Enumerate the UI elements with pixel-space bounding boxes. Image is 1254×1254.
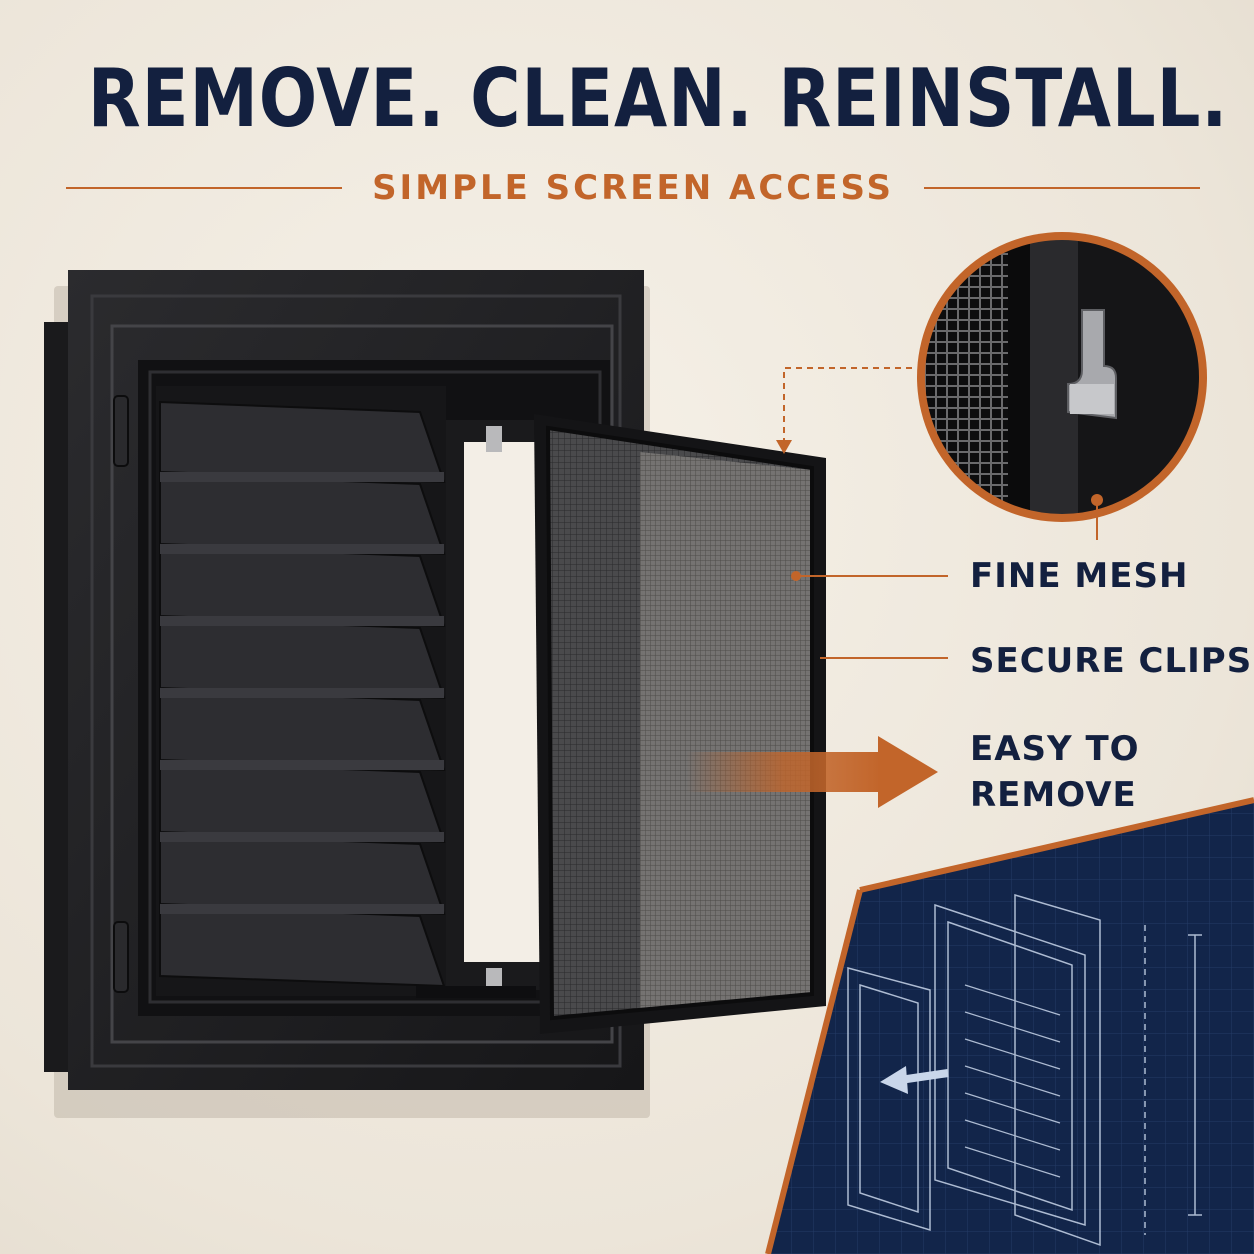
removed-screen-panel: [534, 414, 826, 1034]
headline: REMOVE. CLEAN. REINSTALL.: [87, 52, 1229, 145]
subheading-rule-right: [923, 187, 1200, 189]
subheading: SIMPLE SCREEN ACCESS: [372, 168, 894, 208]
hinge-icon: [113, 395, 129, 993]
louvers: [156, 386, 446, 996]
detail-zoom-circle: [917, 232, 1207, 540]
arrow-right-icon: [686, 736, 938, 808]
blueprint-panel: [765, 797, 1254, 1254]
screen-opening: [416, 420, 546, 998]
secure-clips-label: SECURE CLIPS: [970, 641, 1253, 681]
arrow-left-icon: [880, 1066, 949, 1094]
subheading-rule-left: [66, 187, 343, 189]
subheading-row: SIMPLE SCREEN ACCESS: [66, 166, 1200, 210]
fine-mesh-label: FINE MESH: [970, 556, 1189, 596]
clip-icon: [1067, 309, 1117, 420]
exploded-vent-drawing: [847, 893, 1202, 1247]
callout-leaders: [776, 367, 948, 659]
easy-to-remove-line1: EASY TO: [970, 729, 1140, 769]
clip-icon: [486, 426, 502, 452]
easy-to-remove-line2: REMOVE: [970, 775, 1137, 815]
easy-to-remove-label: EASY TO REMOVE: [970, 726, 1140, 818]
